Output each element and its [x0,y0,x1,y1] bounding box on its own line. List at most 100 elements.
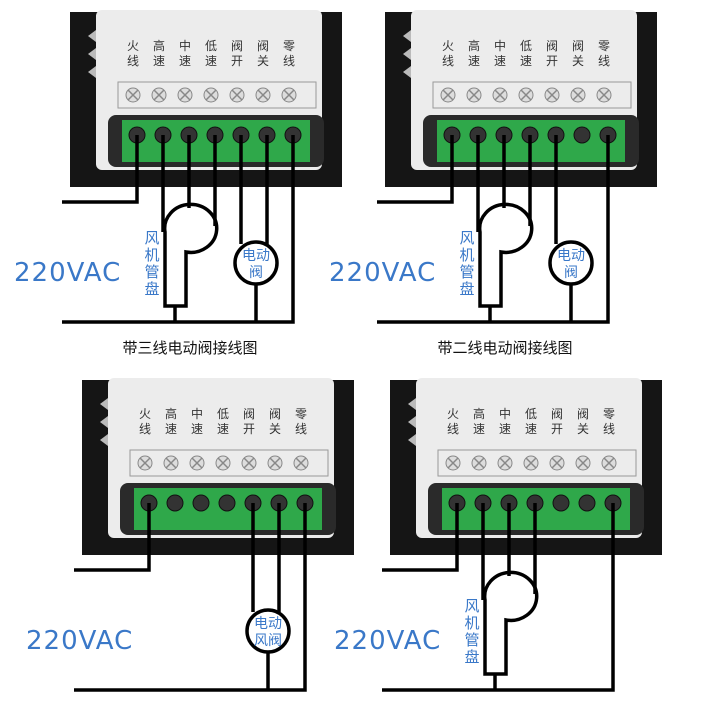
screw-icon [215,455,231,471]
valve-label: 风阀 [254,633,282,649]
voltage-label: 220VAC [14,258,121,288]
terminal-screw [166,494,184,512]
screw-icon [177,87,193,103]
screw-cross [442,89,454,101]
terminal-label: 线 [603,422,615,436]
valve-label: 阀 [249,265,263,281]
screw-cross [499,457,511,469]
screw-cross [551,457,563,469]
screw-icon [163,455,179,471]
screw-cross [572,89,584,101]
terminal-label: 速 [499,422,511,436]
terminal-label: 线 [139,422,151,436]
screw-cross [269,457,281,469]
screw-icon [492,87,508,103]
terminal-label: 关 [577,422,589,436]
terminal-label: 阀 [269,407,281,421]
screw-icon [440,87,456,103]
valve-label: 阀 [564,265,578,281]
terminal-label: 中 [499,406,511,421]
live-wire [74,503,151,572]
live-wire [62,135,139,204]
terminal-label: 线 [447,422,459,436]
valve-label: 电动 [254,616,282,632]
screw-icon [255,87,271,103]
vent-notch [408,398,416,410]
screw-icon [281,87,297,103]
vent-notch [100,434,108,446]
terminal-label: 线 [127,54,139,68]
screw-icon [518,87,534,103]
screw-icon [189,455,205,471]
screw-cross [525,457,537,469]
screw-cross [205,89,217,101]
screw-cross [520,89,532,101]
neutral-wire [377,135,610,324]
fan-coil-label: 风 [464,597,479,615]
screw-icon [549,455,565,471]
terminal-label: 速 [165,422,177,436]
fan-coil-label: 盘 [144,280,159,298]
fan-coil-label: 管 [464,631,479,649]
screw-cross [231,89,243,101]
terminal-label: 火 [127,39,139,53]
terminal-label: 速 [179,54,191,68]
voltage-label: 220VAC [26,626,133,656]
screw-icon [293,455,309,471]
screw-strip [129,449,329,477]
valve-label: 电动 [242,248,270,264]
voltage-label: 220VAC [329,258,436,288]
screw-strip [437,449,637,477]
terminal-label: 低 [520,39,532,53]
terminal-label: 高 [153,38,165,53]
neutral-wire [382,503,615,692]
terminal-screw [578,494,596,512]
screw-icon [137,455,153,471]
terminal-label: 关 [257,54,269,68]
screw-icon [523,455,539,471]
screw-cross [447,457,459,469]
terminal-label: 速 [205,54,217,68]
screw-icon [125,87,141,103]
terminal-label: 高 [473,406,485,421]
terminal-label: 中 [179,38,191,53]
terminal-label: 关 [269,422,281,436]
screw-strip [117,81,317,109]
terminal-label: 阀 [243,407,255,421]
fan-coil-label: 风 [459,229,474,247]
live-wire [377,135,454,204]
terminal-label: 火 [139,407,151,421]
vent-notch [408,434,416,446]
vent-notch [403,48,411,60]
panel-caption: 带三线电动阀接线图 [122,339,257,357]
vent-notch [88,66,96,78]
screw-icon [497,455,513,471]
screw-cross [217,457,229,469]
vent-notch [88,48,96,60]
fan-coil-label: 盘 [459,280,474,298]
panel-caption: 带二线电动阀接线图 [437,339,572,357]
terminal-label: 阀 [551,407,563,421]
fan-coil-symbol [477,202,534,308]
fan-coil-label: 机 [459,246,474,264]
screw-cross [243,457,255,469]
screw-strip [432,81,632,109]
terminal-label: 中 [494,38,506,53]
fan-coil-label: 机 [464,614,479,632]
screw-cross [127,89,139,101]
screw-icon [471,455,487,471]
terminal-label: 速 [520,54,532,68]
screw-cross [153,89,165,101]
screw-cross [468,89,480,101]
terminal-label: 开 [243,422,255,436]
screw-cross [179,89,191,101]
screw-icon [596,87,612,103]
terminal-label: 低 [217,407,229,421]
terminal-label: 阀 [577,407,589,421]
terminal-screw [552,494,570,512]
terminal-label: 中 [191,406,203,421]
